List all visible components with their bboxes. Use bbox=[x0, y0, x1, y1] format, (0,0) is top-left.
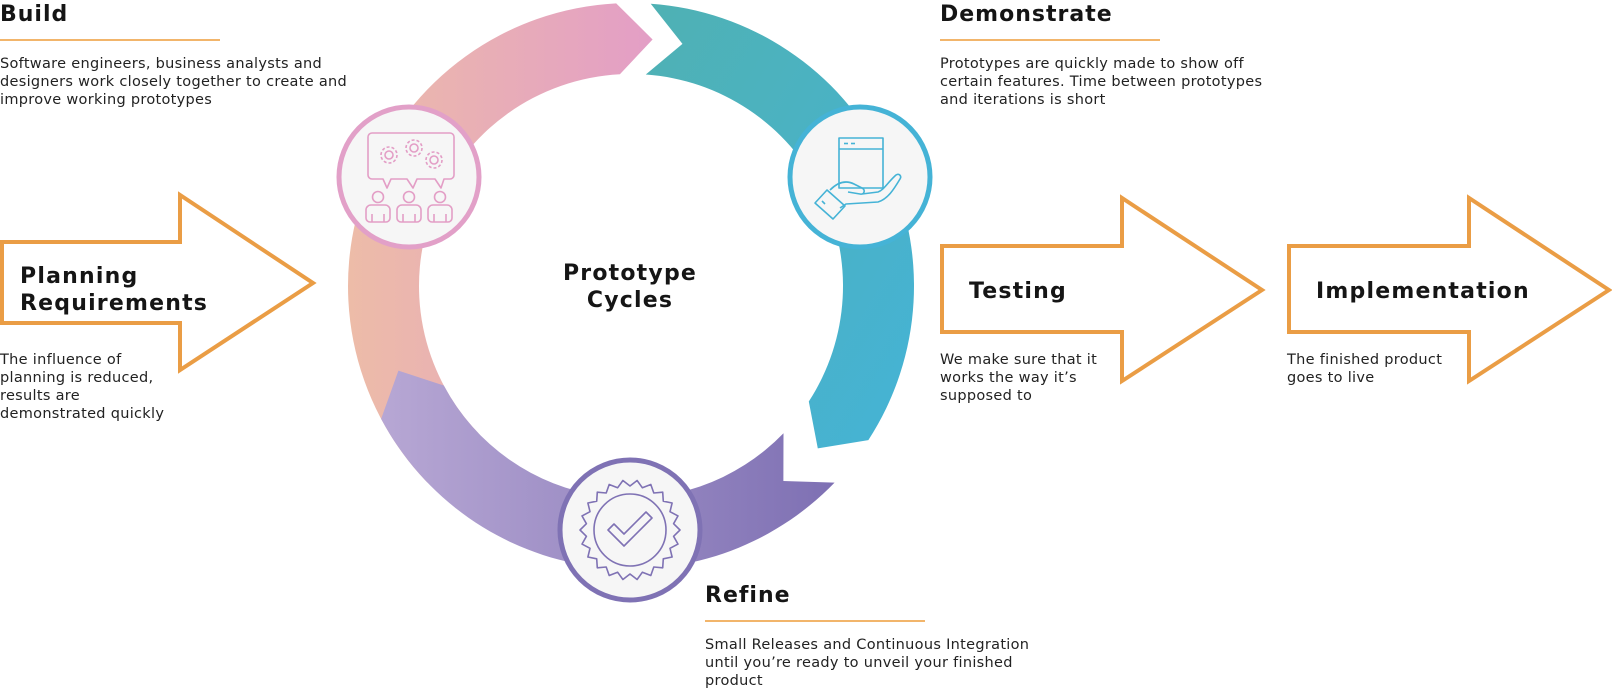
title-line: Testing bbox=[969, 279, 1067, 304]
refine-badge bbox=[557, 457, 703, 603]
center-title: Prototype Cycles bbox=[530, 260, 730, 314]
step-demonstrate: Demonstrate Prototypes are quickly made … bbox=[940, 2, 1300, 109]
desc-line: demonstrated quickly bbox=[0, 406, 165, 422]
desc-line: certain features. Time between prototype… bbox=[940, 74, 1263, 90]
desc-line: The finished product bbox=[1287, 352, 1443, 368]
desc-line: We make sure that it bbox=[940, 352, 1098, 368]
step-build-description: Software engineers, business analysts an… bbox=[0, 55, 380, 109]
desc-line: Software engineers, business analysts an… bbox=[0, 56, 322, 72]
desc-line: planning is reduced, bbox=[0, 370, 154, 386]
title-line: Planning bbox=[20, 264, 139, 289]
step-refine-rule bbox=[705, 620, 925, 622]
phase-arrow-testing bbox=[940, 194, 1266, 385]
team-gears-discussion-icon bbox=[365, 132, 455, 223]
desc-line: results are bbox=[0, 388, 80, 404]
step-refine-description: Small Releases and Continuous Integratio… bbox=[705, 636, 1065, 690]
phase-testing-title: Testing bbox=[969, 278, 1067, 305]
cycle-segment-refine bbox=[381, 370, 835, 569]
phase-arrow-implementation bbox=[1287, 194, 1612, 385]
desc-line: and iterations is short bbox=[940, 92, 1106, 108]
center-title-line1: Prototype bbox=[562, 261, 698, 286]
desc-line: supposed to bbox=[940, 388, 1033, 404]
step-build-title: Build bbox=[0, 2, 69, 27]
phase-implementation-title: Implementation bbox=[1316, 278, 1530, 305]
title-line: Implementation bbox=[1316, 279, 1530, 304]
hand-holding-window-icon bbox=[814, 137, 902, 220]
phase-implementation-description: The finished product goes to live bbox=[1287, 351, 1467, 387]
step-demonstrate-description: Prototypes are quickly made to show off … bbox=[940, 55, 1300, 109]
badge-checkmark-icon bbox=[579, 479, 681, 581]
demonstrate-badge bbox=[787, 104, 933, 250]
step-demonstrate-title: Demonstrate bbox=[940, 2, 1113, 27]
title-line: Requirements bbox=[20, 291, 209, 316]
center-title-line2: Cycles bbox=[586, 288, 674, 313]
step-build: Build Software engineers, business analy… bbox=[0, 2, 380, 109]
desc-line: designers work closely together to creat… bbox=[0, 74, 348, 90]
desc-line: until you’re ready to unveil your finish… bbox=[705, 655, 1013, 671]
step-build-rule bbox=[0, 39, 220, 41]
build-badge bbox=[336, 104, 482, 250]
step-demonstrate-rule bbox=[940, 39, 1160, 41]
desc-line: Small Releases and Continuous Integratio… bbox=[705, 637, 1030, 653]
desc-line: Prototypes are quickly made to show off bbox=[940, 56, 1244, 72]
phase-planning-title: Planning Requirements bbox=[20, 263, 208, 317]
desc-line: product bbox=[705, 673, 763, 689]
desc-line: goes to live bbox=[1287, 370, 1375, 386]
phase-testing-description: We make sure that it works the way it’s … bbox=[940, 351, 1120, 405]
phase-arrow-planning bbox=[0, 191, 317, 374]
phase-planning-description: The influence of planning is reduced, re… bbox=[0, 351, 180, 423]
desc-line: improve working prototypes bbox=[0, 92, 213, 108]
step-refine: Refine Small Releases and Continuous Int… bbox=[705, 583, 1065, 690]
step-refine-title: Refine bbox=[705, 583, 791, 608]
desc-line: The influence of bbox=[0, 352, 122, 368]
desc-line: works the way it’s bbox=[940, 370, 1077, 386]
